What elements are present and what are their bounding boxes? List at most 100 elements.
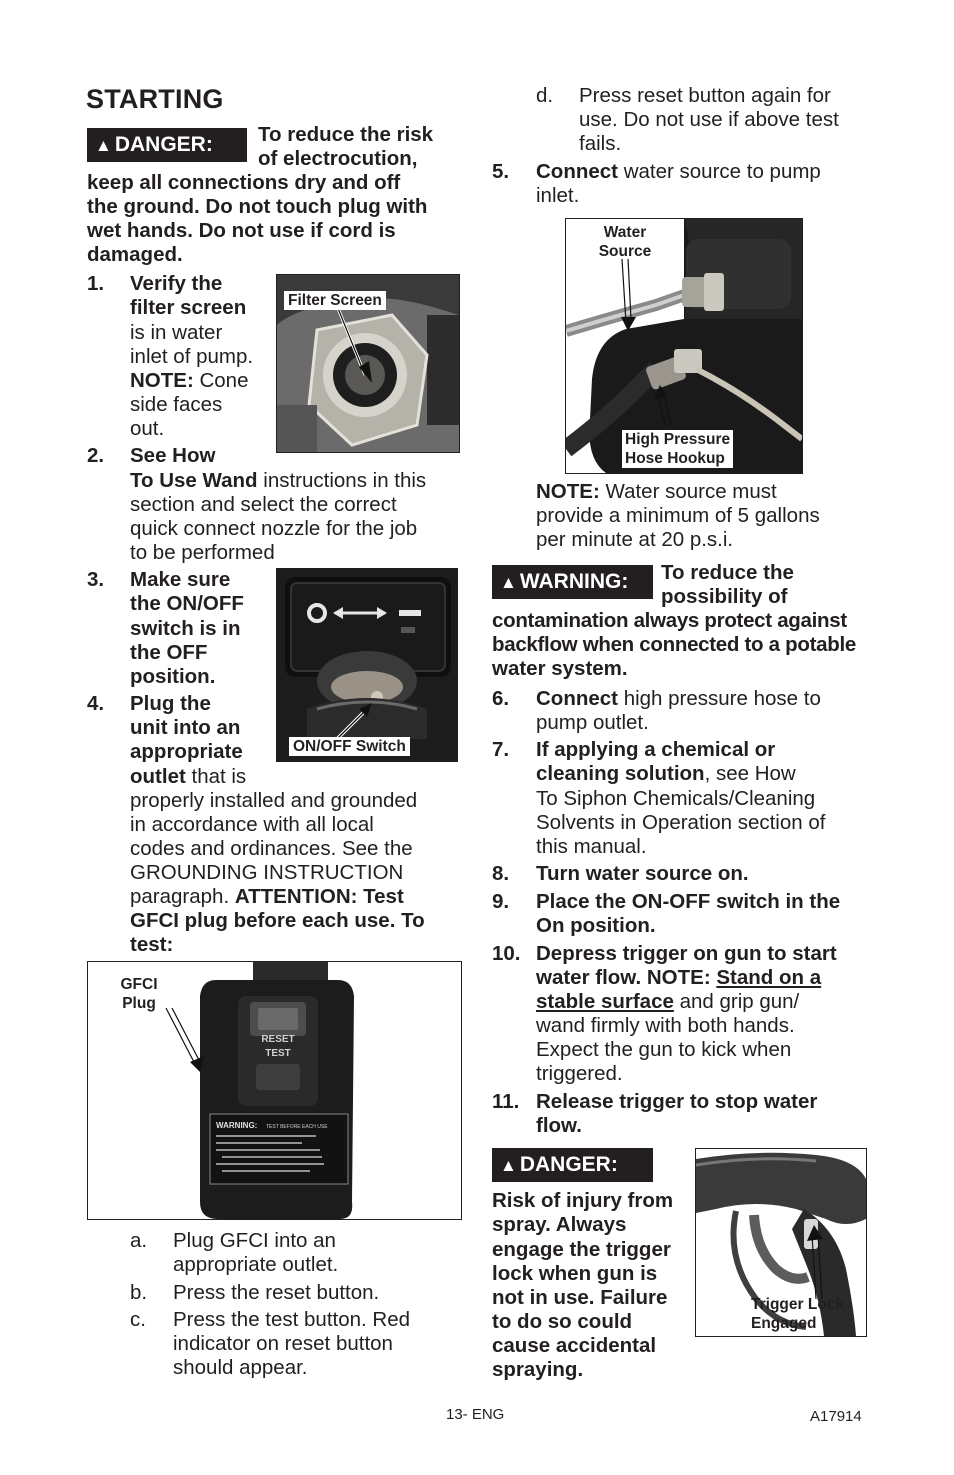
step4-line: paragraph. ATTENTION: Test [130,885,404,908]
step1-line: filter screen [130,296,247,319]
step7-line: this manual. [536,835,647,858]
step1-line: Verify the [130,272,223,295]
step-number: 8. [492,862,510,885]
trigger-callout-line: Engaged [751,1315,817,1332]
danger-text-line: damaged. [87,243,183,266]
page-title: STARTING [86,84,224,114]
step1-line: is in water [130,321,223,344]
step2-line: To Use Wand instructions in this [130,469,427,492]
substep-letter: c. [130,1308,146,1331]
warning-triangle-icon: ▲ [500,1156,517,1175]
warning-triangle-icon: ▲ [500,573,517,592]
step-number: 7. [492,738,510,761]
step9-line: On position. [536,914,656,937]
substep-line: Press reset button again for [579,84,831,107]
step-number: 11. [492,1090,520,1113]
step3-line: the OFF [130,641,208,664]
gfci-warning-title: WARNING: [216,1121,257,1130]
step7-line: To Siphon Chemicals/Cleaning [536,787,816,810]
step3-line: the ON/OFF [130,592,244,615]
danger-text-line: To reduce the risk [258,123,434,146]
step10-line: water flow. NOTE: Stand on a [536,966,822,989]
substep-line: Press the test button. Red [173,1308,411,1331]
danger-text-line: the ground. Do not touch plug with [87,195,428,218]
step7-line: Solvents in Operation section of [536,811,826,834]
substep-line: Plug GFCI into an [173,1229,336,1252]
water-callout-line: Water [603,224,647,241]
substep-line: indicator on reset button [173,1332,393,1355]
water-note-line: per minute at 20 p.s.i. [536,528,734,551]
trigger-lock-photo [695,1148,867,1337]
substep-line: Press the reset button. [173,1281,380,1304]
step10-line: Expect the gun to kick when [536,1038,792,1061]
filter-screen-callout: Filter Screen [284,291,386,310]
step4-line: unit into an [130,716,241,739]
step10-line: stable surface and grip gun/ [536,990,800,1013]
danger2-line: engage the trigger [492,1238,671,1261]
water-note-line: NOTE: Water source must [536,480,777,503]
step4-line: outlet that is [130,765,247,788]
step-number: 2. [87,444,105,467]
danger-text-line: keep all connections dry and off [87,171,401,194]
step-number: 5. [492,160,510,183]
substep-letter: a. [130,1229,148,1252]
step2-line: to be performed [130,541,275,564]
document-code: A17914 [810,1408,862,1425]
step10-line: wand firmly with both hands. [536,1014,795,1037]
hp-callout-line: High Pressure [625,431,731,448]
warning-text-line: backflow when connected to a potable [492,633,856,656]
water-source-callout: Water Source [591,223,659,261]
danger-text-line: wet hands. Do not use if cord is [87,219,396,242]
step-number: 10. [492,942,521,965]
step7-line: cleaning solution, see How [536,762,796,785]
substep-line: use. Do not use if above test [579,108,839,131]
danger2-line: to do so could [492,1310,633,1333]
water-callout-line: Source [598,243,652,260]
step2-line: section and select the correct [130,493,397,516]
substep-letter: d. [536,84,554,107]
step2-line: quick connect nozzle for the job [130,517,418,540]
step4-line: properly installed and grounded [130,789,418,812]
step4-line: test: [130,933,174,956]
step3-line: switch is in [130,617,241,640]
step5-line: Connect water source to pump [536,160,821,183]
danger-text-line: of electrocution, [258,147,418,170]
high-pressure-callout: High Pressure Hose Hookup [622,430,734,468]
step3-line: Make sure [130,568,231,591]
substep-line: fails. [579,132,622,155]
page-number: 13- ENG [446,1406,505,1423]
danger-badge: ▲DANGER: [87,128,247,162]
gfci-plug-callout: GFCI Plug [118,975,160,1013]
step4-line: GFCI plug before each use. To [130,909,425,932]
substep-letter: b. [130,1281,148,1304]
warning-triangle-icon: ▲ [95,136,112,155]
warning-text-line: contamination always protect against [492,609,847,632]
gfci-callout-line: Plug [122,995,156,1012]
step1-line: side faces [130,393,223,416]
substep-line: appropriate outlet. [173,1253,339,1276]
step1-note-line: NOTE: Cone [130,369,249,392]
step-number: 3. [87,568,105,591]
step4-line: appropriate [130,740,243,763]
warning-badge: ▲WARNING: [492,565,653,599]
step11-line: flow. [536,1114,582,1137]
step4-line: Plug the [130,692,211,715]
step1-line: out. [130,417,165,440]
gfci-reset-label: RESET [261,1034,294,1045]
warning-text-line: water system. [492,657,628,680]
trigger-callout-line: Trigger Lock [751,1296,845,1313]
step4-line: GROUNDING INSTRUCTION [130,861,404,884]
gfci-callout-line: GFCI [120,976,158,993]
step9-line: Place the ON-OFF switch in the [536,890,841,913]
water-note-line: provide a minimum of 5 gallons [536,504,820,527]
step6-line: Connect high pressure hose to [536,687,821,710]
step4-line: in accordance with all local [130,813,374,836]
step-number: 9. [492,890,510,913]
hp-callout-line: Hose Hookup [625,450,725,467]
step10-line: Depress trigger on gun to start [536,942,837,965]
substep-line: should appear. [173,1356,308,1379]
step1-line: inlet of pump. [130,345,254,368]
gfci-plug-photo: RESET TEST WARNING: TEST BEFORE EACH USE [87,961,462,1220]
step-number: 4. [87,692,105,715]
step2-line: See How [130,444,216,467]
